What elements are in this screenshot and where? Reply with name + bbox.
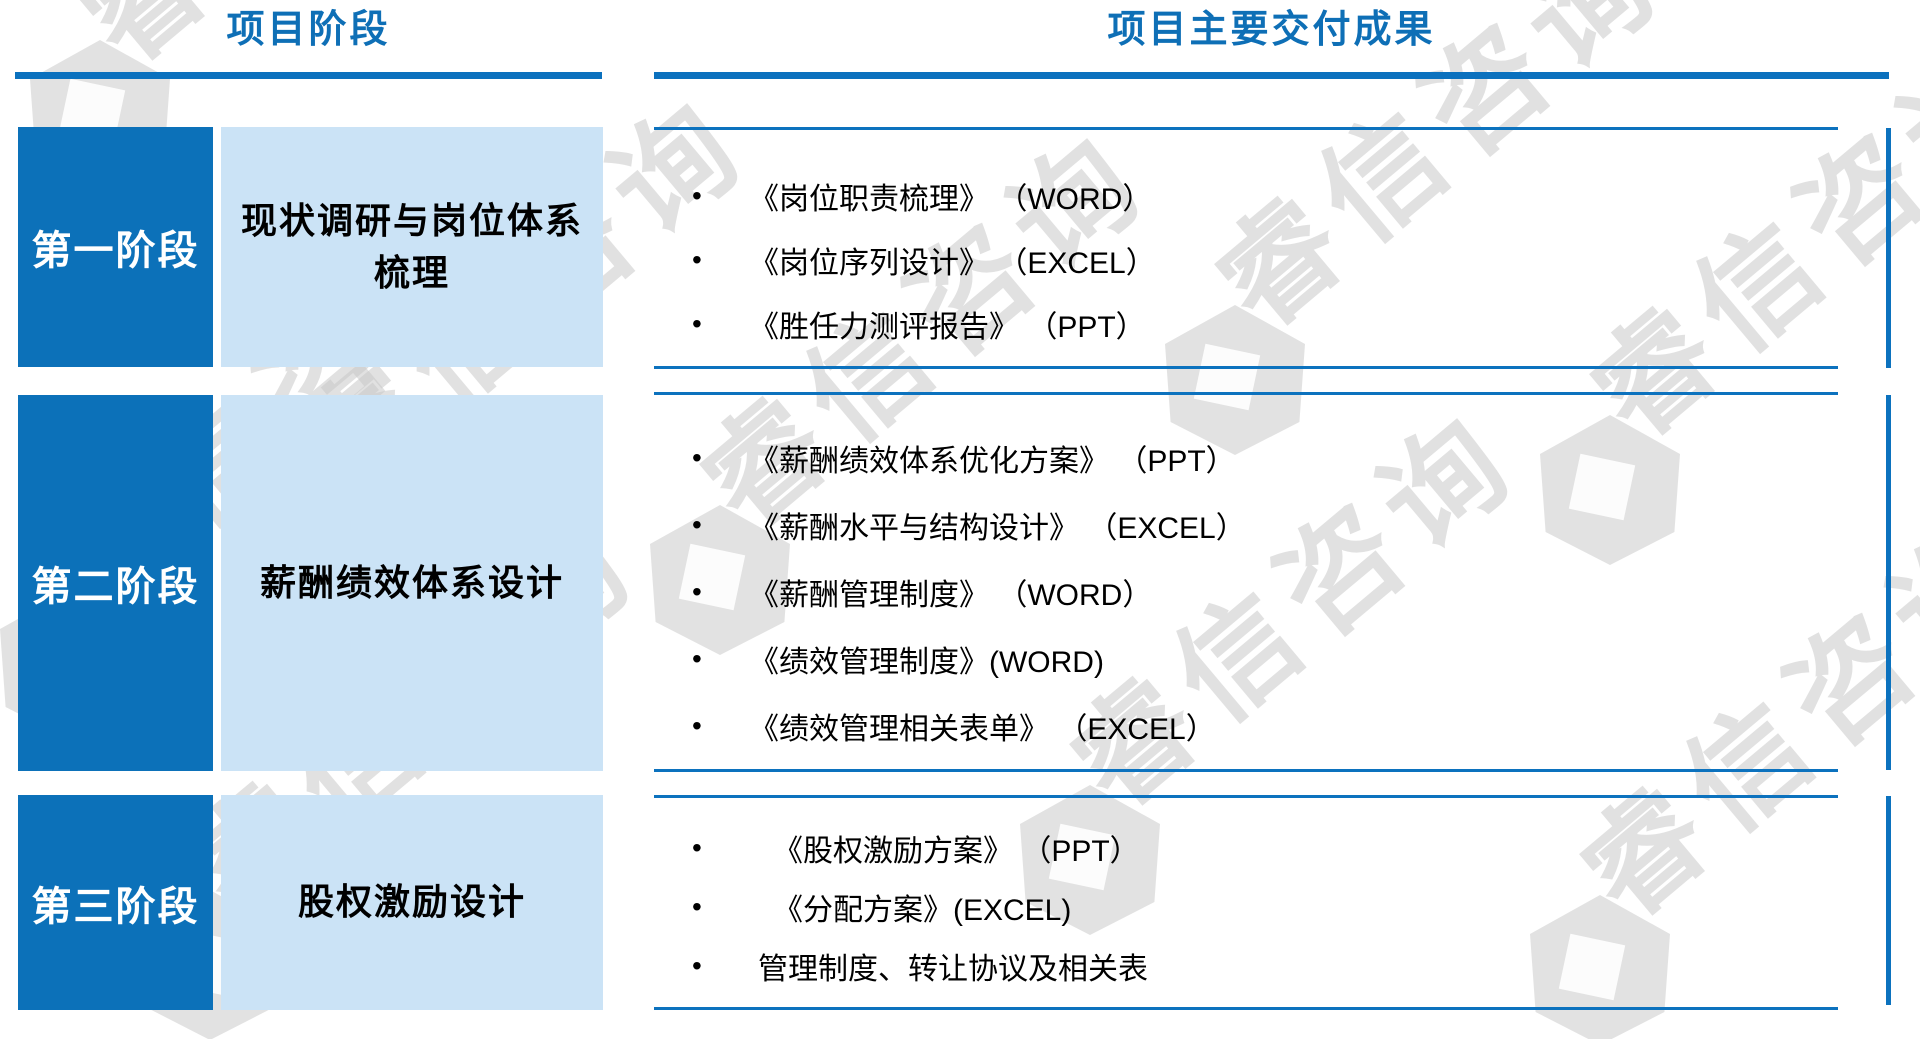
deliverables-list: • 《股权激励方案》 （PPT） • 《分配方案》(EXCEL) • 管理制度、转让协…: [654, 798, 1838, 986]
bullet-icon: •: [692, 244, 702, 275]
deliverable-text: 《分配方案》(EXCEL): [773, 894, 1072, 927]
stage-badge-label: 第二阶段: [31, 565, 200, 609]
deliverable-item: • 管理制度、转让协议及相关表: [654, 946, 1838, 986]
deliverable-text: 《岗位职责梳理》 （WORD）: [749, 183, 1153, 216]
left-column-header: 项目阶段: [226, 9, 391, 51]
stage-title-label: 股权激励设计: [297, 881, 526, 923]
deliverable-item: • 《薪酬管理制度》 （WORD）: [654, 572, 1838, 612]
stage-title-1: 现状调研与岗位体系梳理: [221, 127, 603, 367]
deliverable-item: • 《岗位序列设计》 （EXCEL）: [654, 240, 1838, 280]
deliverable-item: • 《分配方案》(EXCEL): [654, 887, 1838, 927]
bullet-icon: •: [692, 576, 702, 607]
deliverables-list: • 《岗位职责梳理》 （WORD） • 《岗位序列设计》 （EXCEL） • 《胜任力…: [654, 130, 1838, 344]
bullet-icon: •: [692, 891, 702, 922]
watermark: 睿信咨询: [0, 192, 523, 740]
stage-badge-2: 第二阶段: [18, 395, 213, 771]
deliverable-text: 《绩效管理相关表单》 （EXCEL）: [749, 713, 1216, 746]
bullet-icon: •: [692, 832, 702, 863]
stage-badge-1: 第一阶段: [18, 127, 213, 367]
deliverable-text: 《胜任力测评报告》 （PPT）: [749, 311, 1146, 344]
deliverable-item: • 《薪酬绩效体系优化方案》 （PPT）: [654, 438, 1838, 478]
section-right-border-1: [1886, 128, 1891, 368]
bullet-icon: •: [692, 509, 702, 540]
stage-title-label: 现状调研与岗位体系梳理: [240, 199, 583, 293]
right-column-header: 项目主要交付成果: [1107, 9, 1436, 51]
deliverable-text: 《薪酬水平与结构设计》 （EXCEL）: [749, 512, 1246, 545]
section-right-border-3: [1886, 796, 1891, 1005]
deliverables-list: • 《薪酬绩效体系优化方案》 （PPT） • 《薪酬水平与结构设计》 （EXCEL）…: [654, 395, 1838, 746]
deliverable-item: • 《胜任力测评报告》 （PPT）: [654, 304, 1838, 344]
stage-title-3: 股权激励设计: [221, 795, 603, 1010]
stage-title-2: 薪酬绩效体系设计: [221, 395, 603, 771]
deliverable-text: 《绩效管理制度》(WORD): [749, 646, 1104, 679]
deliverable-item: • 《薪酬水平与结构设计》 （EXCEL）: [654, 505, 1838, 545]
stage-badge-label: 第三阶段: [31, 884, 200, 929]
deliverables-section-1: • 《岗位职责梳理》 （WORD） • 《岗位序列设计》 （EXCEL） • 《胜任力…: [654, 127, 1838, 369]
deliverable-item: • 《岗位职责梳理》 （WORD）: [654, 176, 1838, 216]
bullet-icon: •: [692, 442, 702, 473]
stage-badge-label: 第一阶段: [31, 229, 200, 273]
header-underline-right: [654, 72, 1889, 79]
deliverables-section-3: • 《股权激励方案》 （PPT） • 《分配方案》(EXCEL) • 管理制度、转让协…: [654, 795, 1838, 1010]
stage-title-label: 薪酬绩效体系设计: [259, 561, 564, 603]
bullet-icon: •: [692, 950, 702, 981]
bullet-icon: •: [692, 308, 702, 339]
deliverable-item: • 《股权激励方案》 （PPT）: [654, 828, 1838, 868]
deliverable-text: 《薪酬绩效体系优化方案》 （PPT）: [749, 445, 1236, 478]
stage-badge-3: 第三阶段: [18, 795, 213, 1010]
deliverables-section-2: • 《薪酬绩效体系优化方案》 （PPT） • 《薪酬水平与结构设计》 （EXCEL）…: [654, 392, 1838, 772]
deliverable-item: • 《绩效管理相关表单》 （EXCEL）: [654, 706, 1838, 746]
deliverable-text: 管理制度、转让协议及相关表: [758, 953, 1148, 986]
header-underline-left: [15, 72, 602, 79]
bullet-icon: •: [692, 710, 702, 741]
deliverable-text: 《股权激励方案》 （PPT）: [773, 835, 1140, 868]
deliverable-text: 《岗位序列设计》 （EXCEL）: [749, 247, 1156, 280]
bullet-icon: •: [692, 643, 702, 674]
section-right-border-2: [1886, 395, 1891, 770]
bullet-icon: •: [692, 180, 702, 211]
deliverable-text: 《薪酬管理制度》 （WORD）: [749, 579, 1153, 612]
deliverable-item: • 《绩效管理制度》(WORD): [654, 639, 1838, 679]
